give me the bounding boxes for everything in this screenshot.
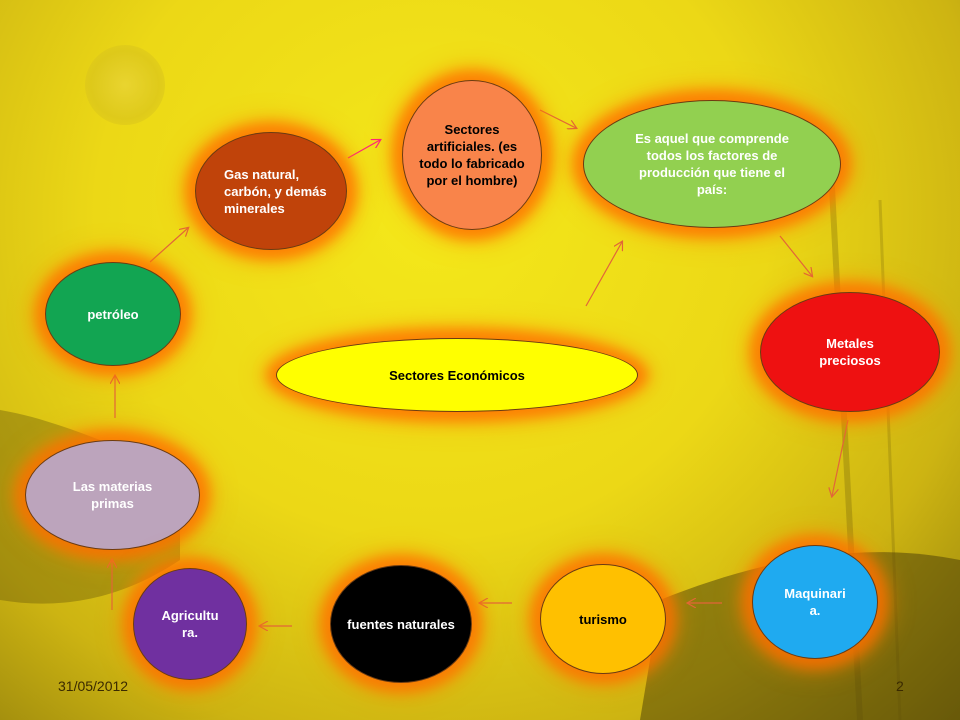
node-turismo: turismo (540, 564, 666, 674)
node-sectores-artificiales: Sectores artificiales. (es todo lo fabri… (402, 80, 542, 230)
arrow-metales-to-maquinaria (832, 419, 849, 496)
node-agricultura: Agricultu ra. (133, 568, 247, 680)
footer-page-number: 2 (896, 678, 904, 694)
node-es-aquel: Es aquel que comprende todos los factore… (583, 100, 841, 228)
node-gas-natural: Gas natural, carbón, y demás minerales (195, 132, 347, 250)
arrow-center-to-es-aquel (585, 242, 622, 307)
arrow-sectores-to-es-aquel (539, 109, 576, 128)
arrow-es-aquel-to-metales (779, 235, 812, 276)
footer-date: 31/05/2012 (58, 678, 129, 694)
node-maquinaria: Maquinari a. (752, 545, 878, 659)
node-sectores-economicos: Sectores Económicos (276, 338, 638, 412)
faded-sun-decoration (85, 45, 165, 125)
node-petroleo: petróleo (45, 262, 181, 366)
arrow-petroleo-to-gas (149, 228, 188, 263)
node-fuentes-naturales: fuentes naturales (330, 565, 472, 683)
node-materias-primas: Las materias primas (25, 440, 200, 550)
arrow-gas-to-sectores (347, 140, 380, 159)
node-metales-preciosos: Metales preciosos (760, 292, 940, 412)
